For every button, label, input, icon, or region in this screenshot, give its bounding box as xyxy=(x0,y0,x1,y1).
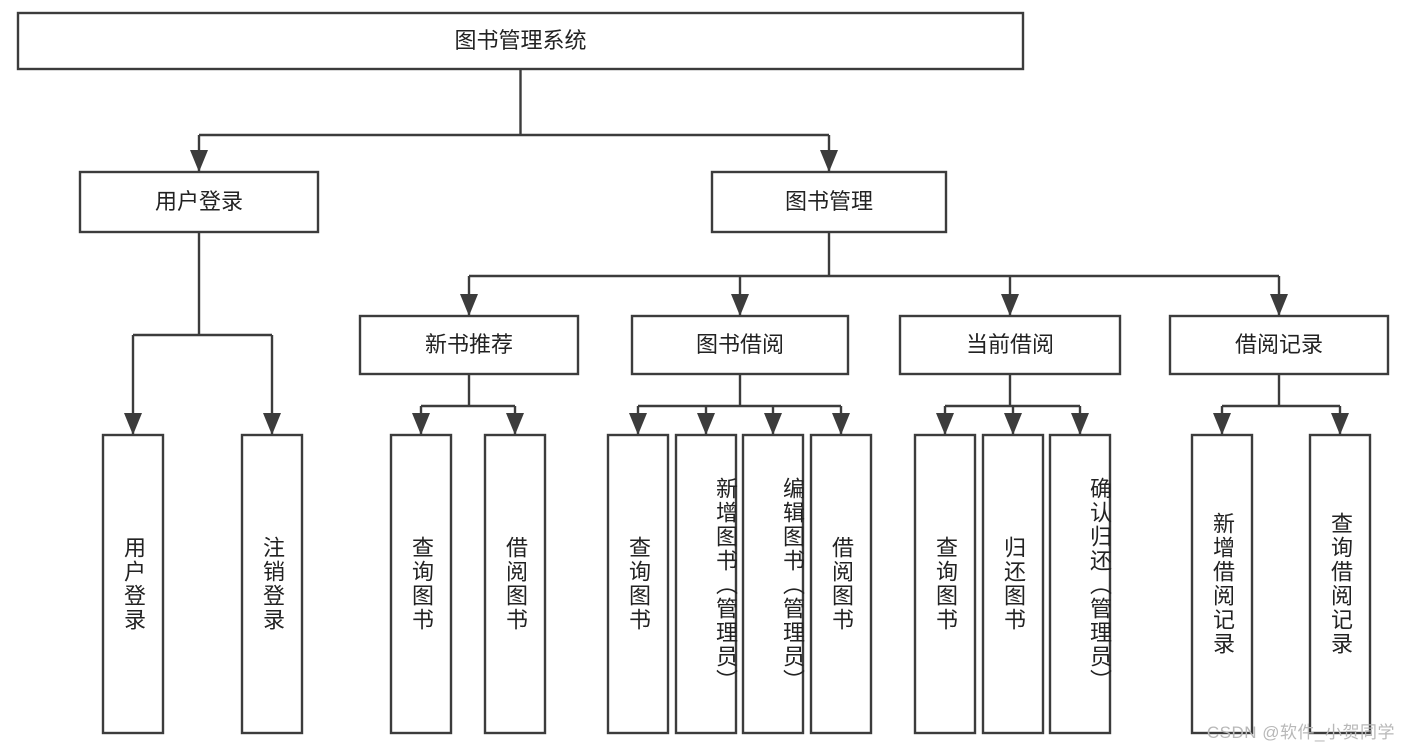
box-layer xyxy=(16,11,1390,735)
arrow-down-icon-leaf-2-1 xyxy=(697,413,715,435)
node-level3-0[interactable] xyxy=(358,314,580,376)
arrow-down-icon-leaf-2-2 xyxy=(764,413,782,435)
leaf-box-5[interactable] xyxy=(674,433,738,735)
leaf-box-10[interactable] xyxy=(1048,433,1112,735)
node-label-level3-0: 新书推荐 xyxy=(425,332,513,357)
arrow-down-icon-leaf-1-0 xyxy=(412,413,430,435)
arrow-down-icon-leaf-2-3 xyxy=(832,413,850,435)
arrow-down-icon-leaf-3-1 xyxy=(1004,413,1022,435)
leaf-box-4[interactable] xyxy=(606,433,670,735)
leaf-box-8[interactable] xyxy=(913,433,977,735)
arrow-down-icon-leaf-3-2 xyxy=(1071,413,1089,435)
node-label-level3-3: 借阅记录 xyxy=(1235,332,1323,357)
arrow-down-icon-leaf-2-0 xyxy=(629,413,647,435)
node-level3-1[interactable] xyxy=(630,314,850,376)
leaf-box-3[interactable] xyxy=(483,433,547,735)
arrow-down-icon-leaf-0-1 xyxy=(263,413,281,435)
leaf-box-6[interactable] xyxy=(741,433,805,735)
arrow-down-icon-leaf-4-1 xyxy=(1331,413,1349,435)
arrow-down-icon-leaf-1-1 xyxy=(506,413,524,435)
arrow-down-icon-l3-0 xyxy=(460,294,478,316)
connector-layer xyxy=(124,69,1349,435)
node-root-图书管理系统[interactable] xyxy=(16,11,1025,71)
node-label-level2-0: 用户登录 xyxy=(155,189,243,214)
leaf-box-7[interactable] xyxy=(809,433,873,735)
leaf-box-12[interactable] xyxy=(1308,433,1372,735)
leaf-box-2[interactable] xyxy=(389,433,453,735)
node-level3-2[interactable] xyxy=(898,314,1122,376)
leaf-box-0[interactable] xyxy=(101,433,165,735)
arrow-down-icon-leaf-4-0 xyxy=(1213,413,1231,435)
arrow-down-icon-l3-1 xyxy=(731,294,749,316)
arrow-down-icon-l2-1 xyxy=(820,150,838,172)
arrow-down-icon-l3-3 xyxy=(1270,294,1288,316)
arrow-down-icon-leaf-3-0 xyxy=(936,413,954,435)
node-level2-0[interactable] xyxy=(78,170,320,234)
node-level3-3[interactable] xyxy=(1168,314,1390,376)
node-label-level3-1: 图书借阅 xyxy=(696,332,784,357)
leaf-box-1[interactable] xyxy=(240,433,304,735)
leaf-box-9[interactable] xyxy=(981,433,1045,735)
csdn-watermark: CSDN @软件_小贺同学 xyxy=(1206,723,1395,742)
node-label-root: 图书管理系统 xyxy=(454,28,586,53)
arrow-down-icon-l2-0 xyxy=(190,150,208,172)
arrow-down-icon-l3-2 xyxy=(1001,294,1019,316)
node-label-level3-2: 当前借阅 xyxy=(966,332,1054,357)
node-label-level2-1: 图书管理 xyxy=(785,189,873,214)
arrow-down-icon-leaf-0-0 xyxy=(124,413,142,435)
leaf-box-11[interactable] xyxy=(1190,433,1254,735)
node-level2-1[interactable] xyxy=(710,170,948,234)
